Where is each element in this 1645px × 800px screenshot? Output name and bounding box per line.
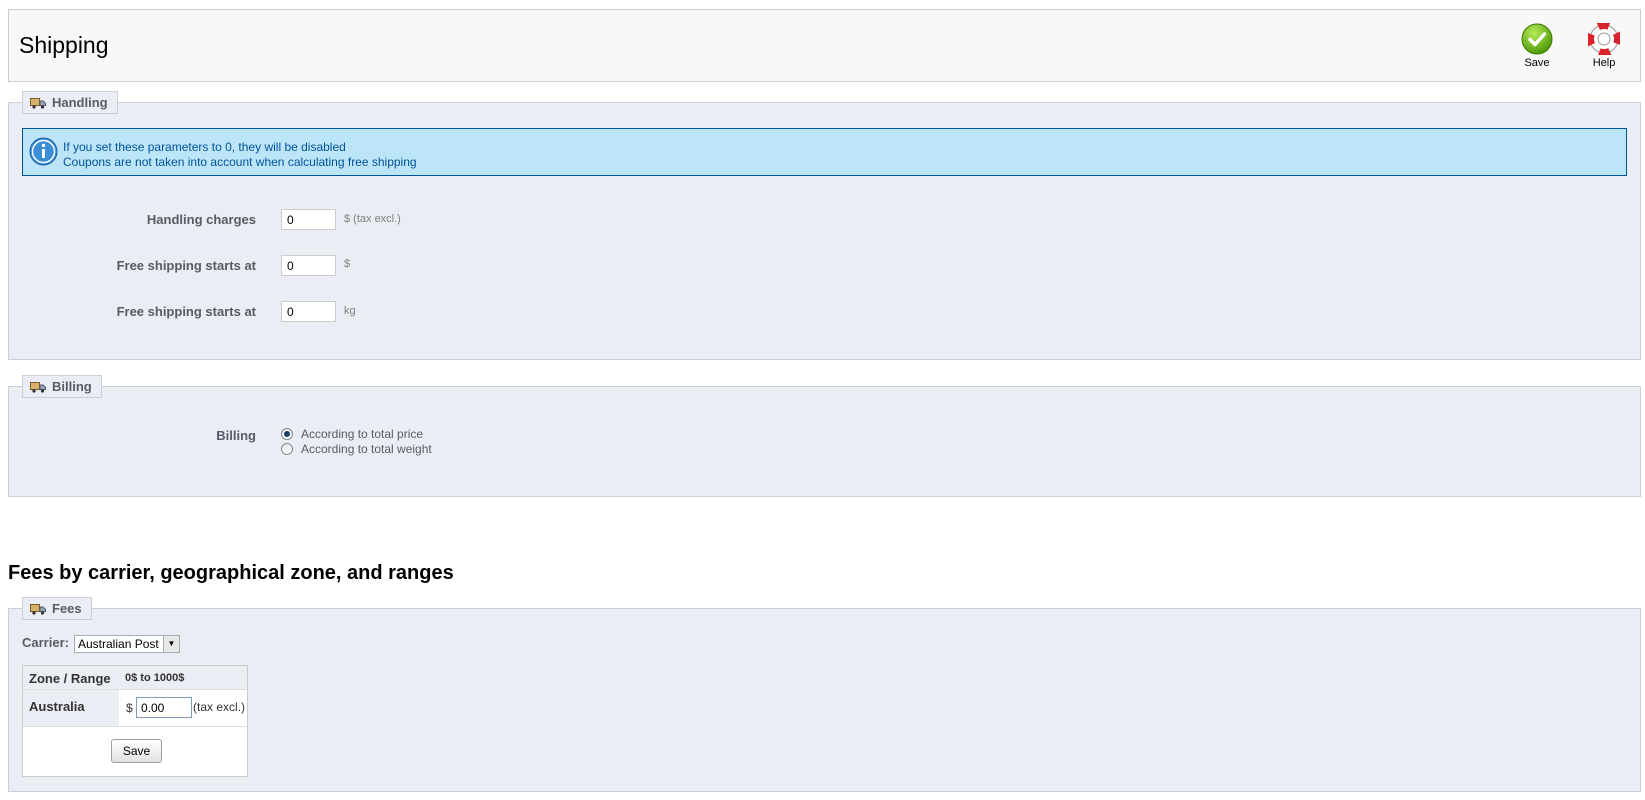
carrier-label: Carrier: <box>22 635 69 650</box>
handling-fieldset: Handling If you set these parameters to … <box>8 91 1641 360</box>
header-zone-range: Zone / Range <box>29 671 111 686</box>
save-button[interactable]: Save <box>1512 23 1562 69</box>
truck-icon <box>30 97 46 109</box>
zone-cell: Australia <box>23 690 119 726</box>
lifebuoy-icon <box>1588 23 1620 55</box>
free-shipping-weight-unit: kg <box>344 305 356 317</box>
fees-table-header: Zone / Range 0$ to 1000$ <box>23 666 247 690</box>
billing-option-price-label: According to total price <box>301 427 424 441</box>
info-icon <box>29 137 58 166</box>
handling-charges-label: Handling charges <box>146 212 256 227</box>
free-shipping-price-unit: $ <box>344 258 351 270</box>
tax-excl-label: (tax excl.) <box>193 700 246 714</box>
check-circle-icon <box>1521 23 1553 55</box>
fees-legend: Fees <box>22 597 92 620</box>
fees-table: Zone / Range 0$ to 1000$ Australia $ (ta… <box>22 665 248 777</box>
free-shipping-price-input[interactable] <box>281 255 336 276</box>
free-shipping-price-label: Free shipping starts at <box>116 258 256 273</box>
truck-icon <box>30 381 46 393</box>
handling-legend: Handling <box>22 91 118 114</box>
info-line-2: Coupons are not taken into account when … <box>63 155 417 169</box>
billing-legend: Billing <box>22 375 102 398</box>
help-button[interactable]: Help <box>1579 23 1629 69</box>
fees-fieldset: Fees Carrier: Australian Post ▼ Zone / R… <box>8 597 1641 792</box>
info-line-1: If you set these parameters to 0, they w… <box>63 140 346 154</box>
fees-legend-label: Fees <box>52 601 82 616</box>
billing-option-weight-label: According to total weight <box>301 442 432 456</box>
free-shipping-weight-label: Free shipping starts at <box>116 304 256 319</box>
billing-legend-label: Billing <box>52 379 92 394</box>
radio-weight[interactable] <box>281 443 293 455</box>
radio-price[interactable] <box>281 428 293 440</box>
fee-input[interactable] <box>136 697 192 718</box>
help-label: Help <box>1592 57 1616 69</box>
save-label: Save <box>1524 57 1550 69</box>
billing-option-weight[interactable]: According to total weight <box>281 442 432 456</box>
handling-legend-label: Handling <box>52 95 108 110</box>
handling-charges-input[interactable] <box>281 209 336 230</box>
header-range: 0$ to 1000$ <box>125 672 185 684</box>
currency-symbol: $ <box>126 701 133 715</box>
handling-charges-unit: $ (tax excl.) <box>344 213 401 225</box>
carrier-select-value: Australian Post <box>78 637 159 651</box>
fees-save-button[interactable]: Save <box>111 739 162 763</box>
toolbar: Shipping Save Help <box>8 9 1641 82</box>
table-row: Australia $ (tax excl.) <box>23 690 247 727</box>
billing-option-price[interactable]: According to total price <box>281 427 423 441</box>
page-title: Shipping <box>19 32 109 58</box>
billing-label: Billing <box>216 428 256 443</box>
chevron-down-icon[interactable]: ▼ <box>163 636 179 652</box>
free-shipping-weight-input[interactable] <box>281 301 336 322</box>
billing-fieldset: Billing Billing According to total price… <box>8 375 1641 497</box>
truck-icon <box>30 603 46 615</box>
fees-section-heading: Fees by carrier, geographical zone, and … <box>8 562 454 584</box>
carrier-select[interactable]: Australian Post ▼ <box>74 635 180 653</box>
info-box: If you set these parameters to 0, they w… <box>22 128 1627 176</box>
